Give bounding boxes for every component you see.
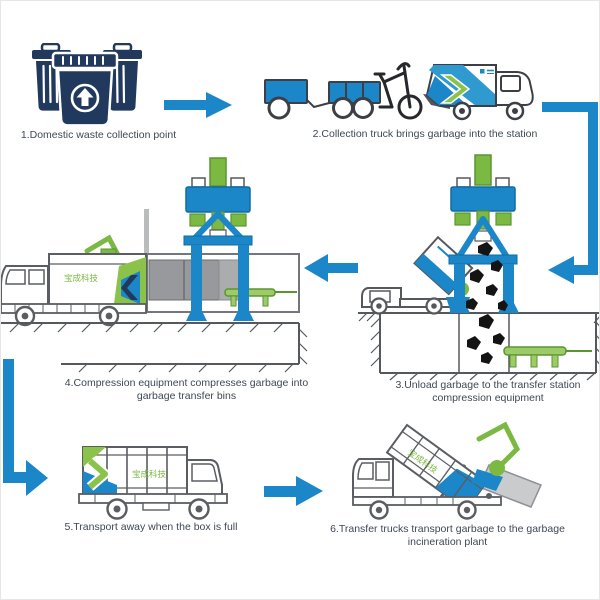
crane-truck: 宝成科技 (1, 234, 147, 327)
recycle-arrow-icon (70, 83, 100, 113)
truck-brand-text: 宝成科技 (64, 273, 99, 283)
roller-conveyor (224, 288, 297, 307)
truck-green-chevron (439, 74, 471, 104)
arrow-1-to-2 (164, 92, 232, 118)
truck-brand-text: 宝成科技 (132, 469, 167, 479)
handcart-1 (264, 79, 334, 120)
cab-window (191, 463, 218, 482)
box-green-band (83, 447, 106, 467)
ground (1, 322, 308, 373)
transfer-pit (358, 312, 599, 381)
garbage-spill (472, 469, 503, 491)
compression-tower (448, 154, 519, 313)
unload-truck (361, 287, 456, 315)
step-4-caption: 4.Compression equipment compresses garba… (64, 377, 309, 402)
brand-logo-mark (480, 69, 494, 74)
step-3-illustration (358, 154, 599, 381)
box-green-chevron (88, 458, 108, 490)
handcart-2 (328, 81, 381, 119)
step-3-caption: 3.Unload garbage to the transfer station… (395, 379, 581, 404)
pit-trolley (503, 346, 592, 368)
falling-garbage (466, 242, 508, 364)
station-wall (144, 209, 149, 255)
tricycle (373, 62, 423, 120)
step-2-illustration (264, 62, 534, 121)
truck-wheels (452, 101, 525, 121)
step-4-illustration: 宝成科技 (1, 157, 308, 373)
cab-window (500, 75, 521, 92)
step-1-caption: 1.Domestic waste collection point (20, 129, 177, 141)
step-1-illustration (32, 43, 142, 127)
step-5-caption: 5.Transport away when the box is full (64, 521, 238, 533)
collection-truck (423, 64, 534, 121)
compression-tower-2 (183, 157, 254, 321)
step-5-illustration: 宝成科技 (78, 446, 228, 520)
step-2-caption: 2.Collection truck brings garbage into t… (312, 128, 538, 140)
transport-truck: 宝成科技 (78, 446, 228, 520)
arrow-5-to-6 (264, 476, 323, 506)
waste-bin-center (51, 51, 119, 127)
step-6-illustration: 宝成科技 (352, 421, 543, 520)
box-navy-chevron (121, 275, 138, 300)
transfer-dump-truck: 宝成科技 (352, 421, 543, 520)
step-6-caption: 6.Transfer trucks transport garbage to t… (330, 523, 565, 548)
crane-arm (476, 421, 521, 476)
tipper-hinge (486, 493, 492, 499)
